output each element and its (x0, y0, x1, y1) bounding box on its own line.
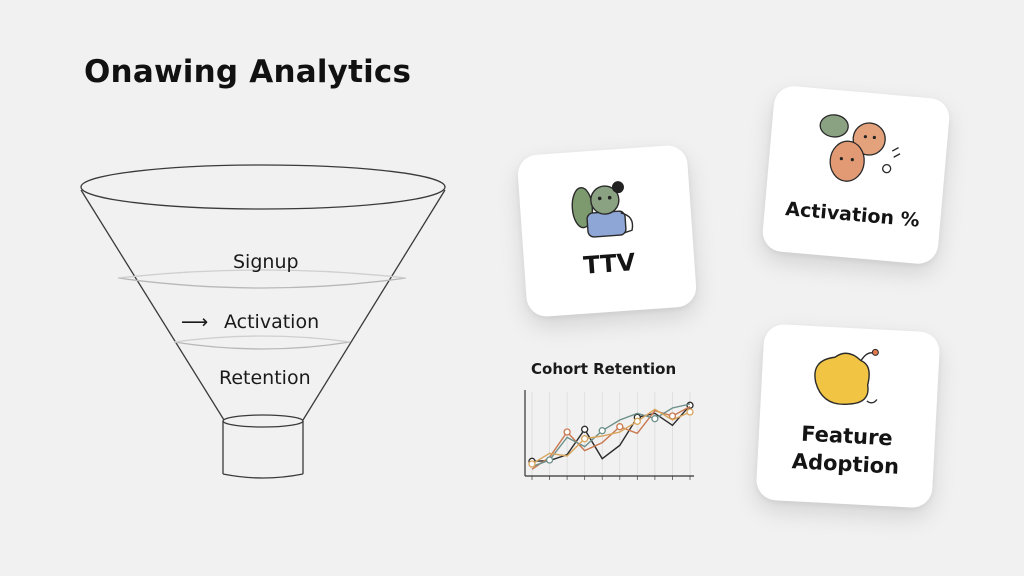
series-point-4 (686, 408, 694, 416)
series-line-3 (531, 403, 691, 468)
series-point-1 (581, 425, 589, 433)
series-line-1 (531, 404, 691, 463)
series-point-4 (633, 417, 641, 425)
funnel-stage-retention: Retention (219, 367, 311, 389)
funnel-rim (80, 164, 446, 210)
feature-adoption-label-line1: Feature (800, 421, 894, 451)
series-point-2 (668, 412, 677, 420)
feature-blob-icon (814, 348, 879, 405)
ttv-card[interactable]: TTV (516, 144, 698, 318)
feature-adoption-label-line2: Adoption (791, 449, 900, 479)
feature-adoption-card[interactable]: Feature Adoption (755, 323, 941, 509)
funnel-stage-signup: Signup (233, 251, 299, 273)
series-point-3 (598, 427, 606, 435)
series-point-2 (616, 423, 624, 431)
series-point-4 (528, 460, 536, 468)
funnel-arrow-icon: ⟶ (181, 311, 209, 333)
ttv-character-icon (571, 181, 634, 238)
activation-characters-icon (819, 114, 901, 182)
funnel-spout-top (222, 414, 304, 428)
activation-card[interactable]: Activation % (761, 84, 951, 266)
series-point-4 (581, 435, 589, 443)
chart-grid (531, 392, 691, 480)
cohort-retention-chart (524, 390, 694, 480)
page-title: Onawing Analytics (84, 54, 412, 90)
series-point-3 (545, 456, 554, 464)
series-point-2 (563, 428, 571, 436)
chart-title: Cohort Retention (531, 360, 677, 378)
funnel-band-1 (117, 277, 407, 289)
ttv-label: TTV (582, 248, 637, 280)
activation-label: Activation % (784, 198, 921, 232)
funnel-band-2 (173, 341, 351, 350)
chart-series-group (528, 401, 694, 470)
series-line-4 (531, 408, 691, 465)
series-point-3 (651, 415, 659, 423)
funnel-stage-activation: Activation (224, 311, 320, 333)
